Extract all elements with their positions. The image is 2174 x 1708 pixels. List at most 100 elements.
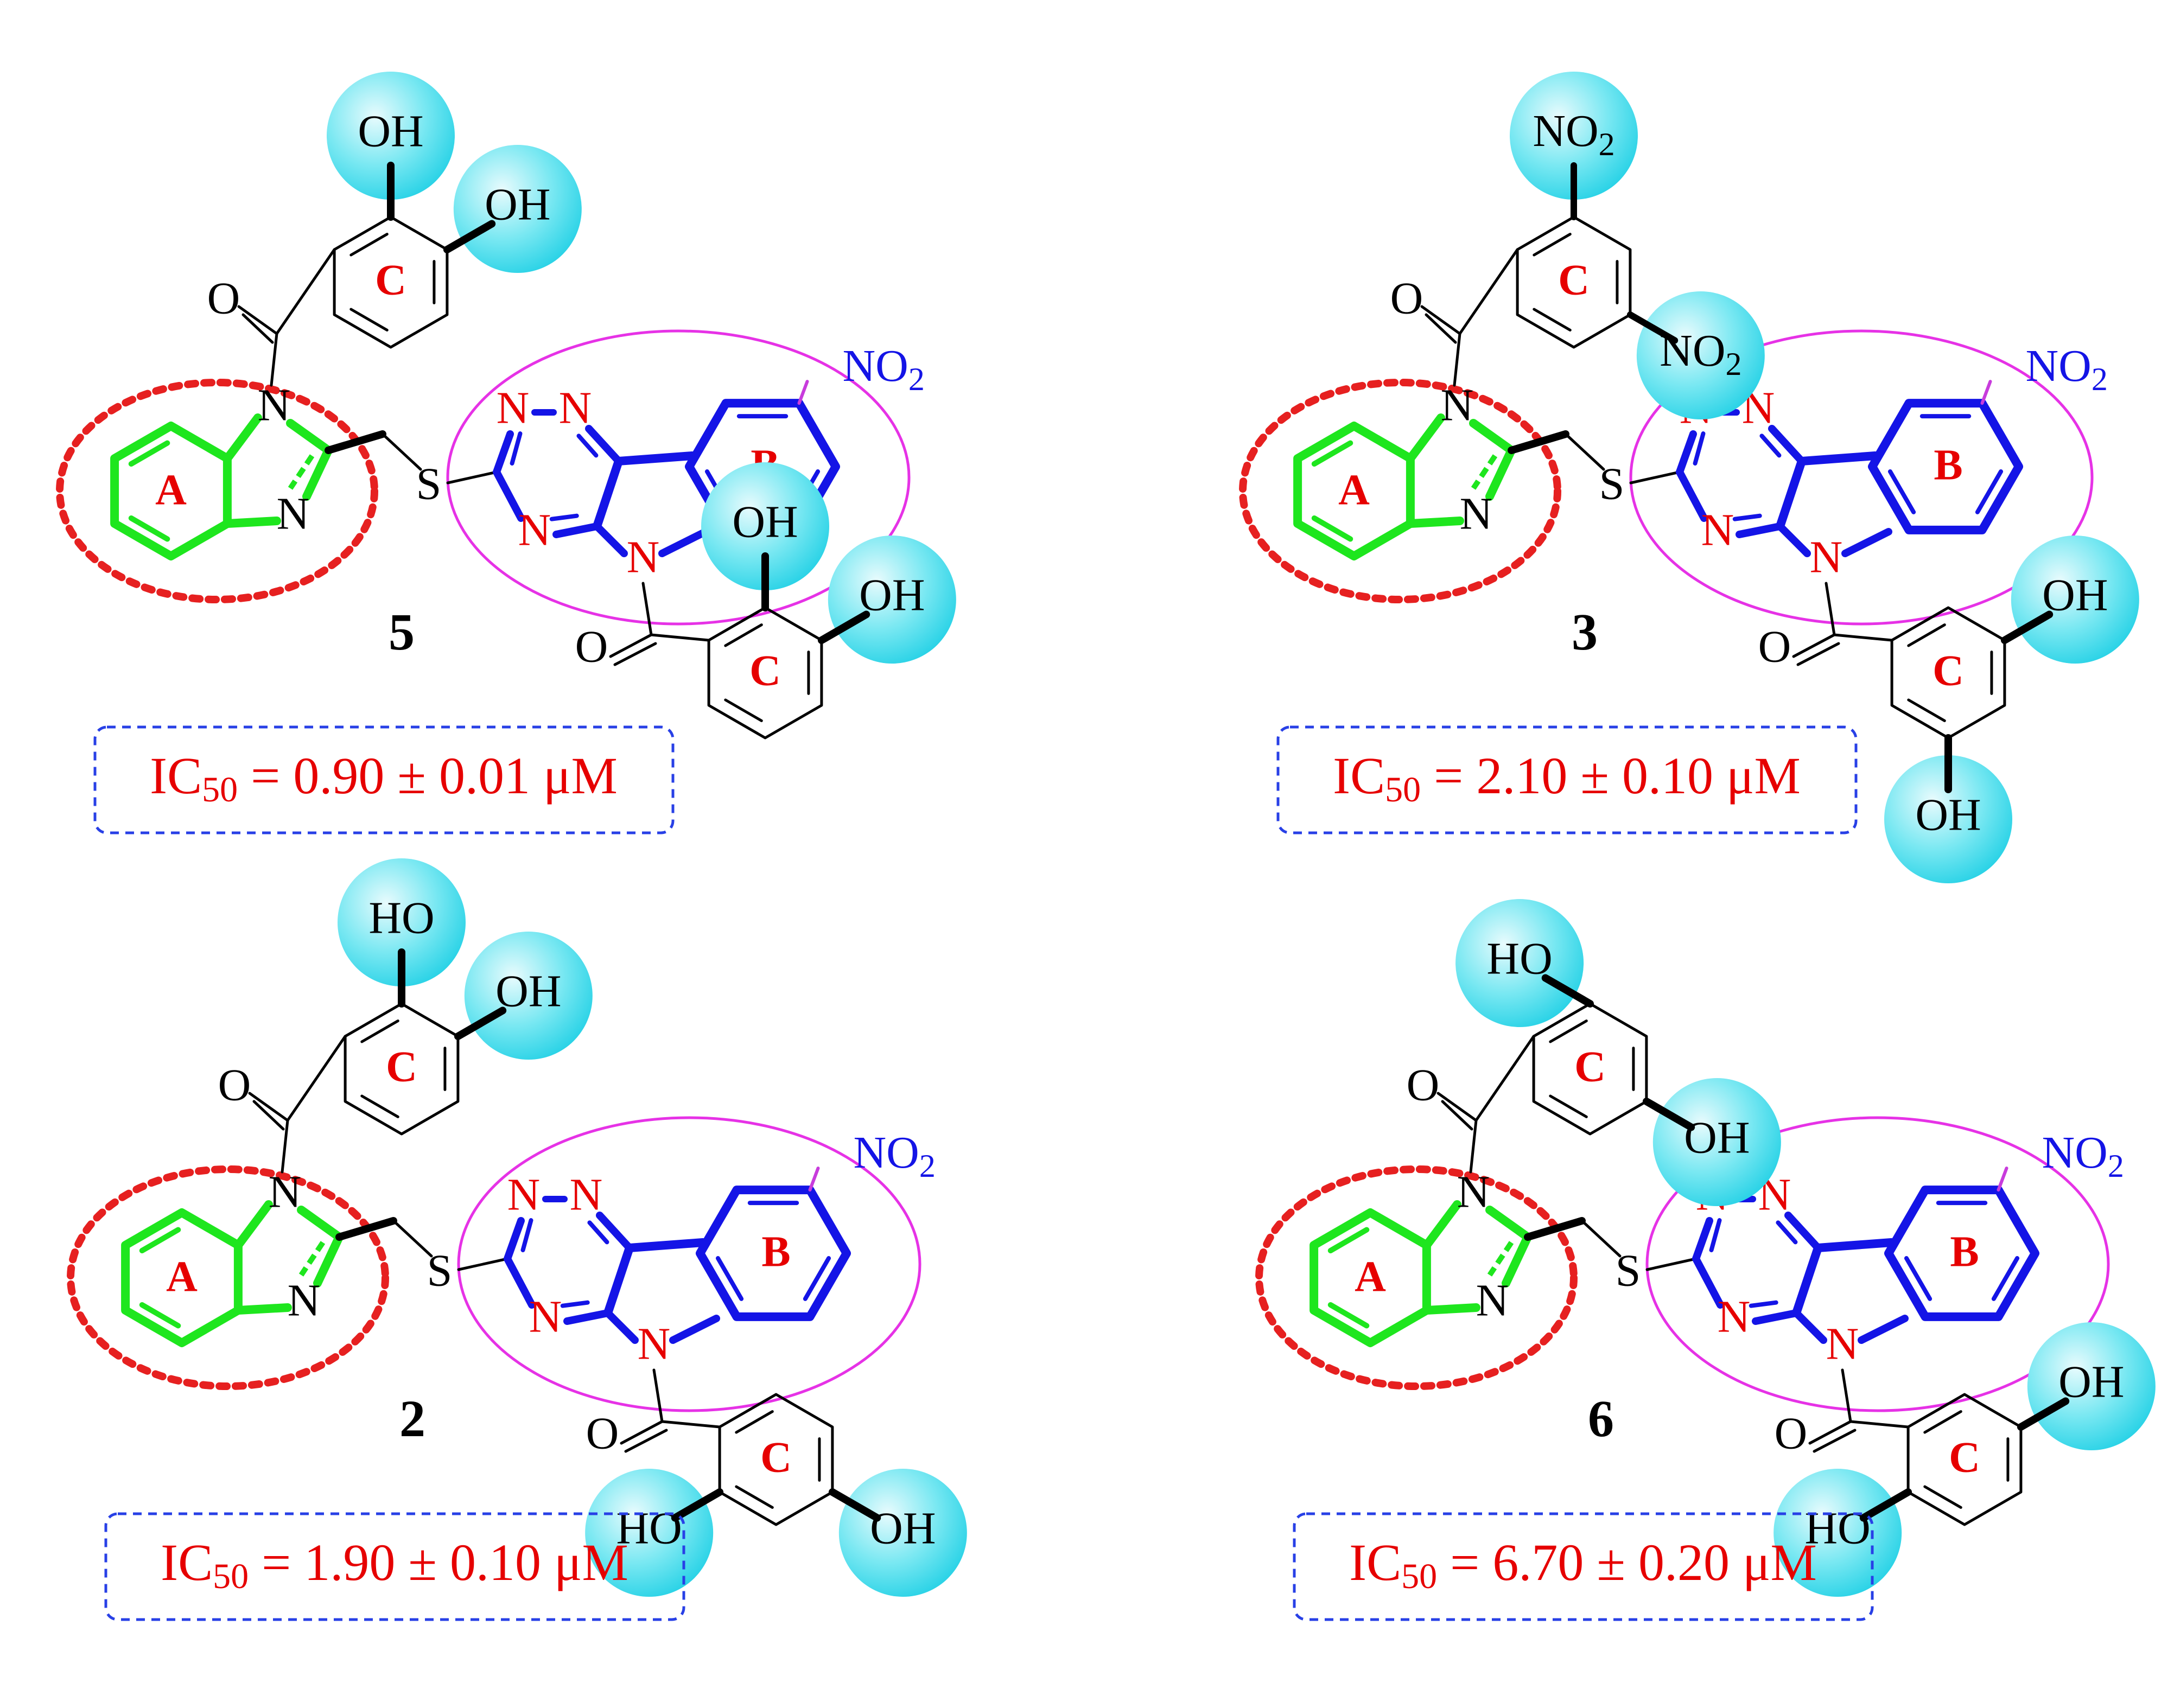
bond-c2-n3-double (288, 454, 315, 490)
ring-a-label: A (1338, 466, 1370, 514)
ring-b-nitro-label-sub: 2 (919, 1148, 936, 1184)
bond-carbonyl-o-double (241, 313, 274, 344)
bond-ring-b-nitro (808, 1167, 820, 1192)
bond-carbonyl-ring2 (1833, 633, 1893, 642)
bond-carbonyl-o-double (1441, 1100, 1473, 1131)
bond-c2-n3-double (1471, 454, 1498, 490)
triazine-n1-label: N (570, 1169, 603, 1220)
substituent-top-0-label: NO2 (1533, 106, 1614, 162)
n1-label: N (1457, 1167, 1490, 1217)
bond-carbonyl-o (1420, 305, 1461, 335)
bond-c9b-c9a (625, 1238, 707, 1252)
bond-ch2-s (381, 432, 422, 471)
ic50-rest: = 1.90 ± 0.10 μM (249, 1533, 628, 1591)
bond-c4a-n4 (1752, 1309, 1800, 1325)
n3-label: N (288, 1275, 321, 1325)
double-bond (549, 513, 579, 521)
bond-carbonyl-o2 (620, 1420, 664, 1445)
triazine-n4-label: N (1718, 1291, 1751, 1342)
substituent-top-0-label: HO (368, 893, 434, 943)
bond-substituent-bottom-0 (2000, 610, 2054, 644)
triazine-n4-label: N (529, 1291, 562, 1342)
bond-carbonyl-o-double (1425, 313, 1457, 344)
ring-b-nitro-label-main: NO (843, 341, 908, 391)
bond-ring-b-nitro (1980, 380, 1992, 405)
bond-carbonyl-o2-double (624, 1429, 668, 1453)
substituent-top-1-label: OH (485, 179, 550, 230)
double-bond (360, 1019, 399, 1043)
bond-substituent-bottom-1 (1859, 1488, 1912, 1522)
substituent-bottom-0-label: OH (2042, 570, 2108, 620)
bond-carbonyl-ring (275, 248, 336, 335)
bond-c4a-n5 (593, 522, 628, 557)
substituent-bottom-1-label: OH (870, 1503, 936, 1553)
double-bond (1709, 1218, 1722, 1253)
double-bond (724, 623, 763, 647)
bond-c3-n2 (1676, 430, 1697, 476)
s-label: S (416, 458, 442, 509)
substituent-highlight-top-0 (1455, 899, 1584, 1027)
double-bond (139, 1302, 181, 1329)
substituent-highlight-bottom-0 (2027, 1322, 2156, 1450)
bond-c4a-n4 (1736, 522, 1784, 538)
substituent-highlight-top-0 (327, 72, 455, 200)
bond-substituent-bottom-0 (671, 1488, 724, 1522)
substituent-highlight-top-0 (1510, 72, 1638, 200)
ring-c-top-label: C (386, 1043, 417, 1091)
bond-c2-n3 (313, 1233, 344, 1288)
bond-n1-c2 (1469, 419, 1516, 455)
ring-b-ellipse (446, 329, 911, 626)
bond-c9b-c9a (614, 451, 696, 466)
double-bond (1907, 623, 1946, 647)
ic50-rest: = 2.10 ± 0.10 μM (1421, 747, 1801, 805)
bond-substituent-bottom-0 (2017, 1397, 2070, 1431)
ring-c-top-label: C (375, 256, 406, 304)
bond-s-c3 (457, 1257, 509, 1271)
substituent-top-1-label: OH (1684, 1112, 1750, 1163)
bond-n1-c2 (1485, 1206, 1532, 1241)
ic50-subscript: 50 (1385, 770, 1421, 810)
ic50-prefix: IC (1349, 1533, 1401, 1591)
bond-c3-n2 (1692, 1217, 1713, 1263)
bond-n1-carbonyl (281, 1119, 289, 1174)
double-bond (1549, 1094, 1588, 1118)
ring-c-bottom-label: C (749, 647, 781, 694)
double-bond (715, 1256, 744, 1301)
bond-c2-ch2 (325, 430, 386, 454)
bond-ring-b-nitro (797, 380, 809, 405)
ring-b-ellipse (1645, 1116, 2110, 1412)
ring-b-nitro-label-sub: 2 (2092, 361, 2108, 397)
double-bond (349, 233, 389, 257)
bond-n1-c9b (1768, 425, 1806, 465)
substituent-bottom-0-label: OH (732, 496, 798, 547)
bond-substituent-top-1 (454, 1006, 507, 1040)
indole-n-label: N (638, 1318, 671, 1369)
bond-n1-c2 (297, 1206, 344, 1241)
s-label: S (1616, 1245, 1641, 1296)
bond-c4a-n5 (1776, 522, 1811, 557)
s-label: S (427, 1245, 453, 1296)
substituent-top-1-label-main: NO (1660, 326, 1725, 376)
bond-c9b-c9a (1797, 451, 1879, 466)
substituent-highlight-top-0 (338, 858, 466, 986)
bond-c9b-c4a (593, 457, 623, 531)
bond-carbonyl-ring (286, 1035, 347, 1122)
bond-c7a-n1 (233, 1200, 273, 1250)
double-bond (1732, 513, 1762, 521)
substituent-top-1-label-sub: 2 (1725, 346, 1741, 382)
ring-c-top-label: C (1574, 1043, 1606, 1091)
substituent-bottom-1-label: OH (859, 570, 925, 620)
ic50-rest: = 0.90 ± 0.01 μM (238, 747, 618, 805)
ring-b-nitro-label: NO2 (2026, 341, 2108, 397)
bond-carbonyl-o-double (252, 1100, 285, 1131)
panel-compound-3: ANNSNNNNBNO2OCNO2NO2OCOHOH3IC50 = 2.10 ±… (1239, 72, 2139, 883)
bond-c2-ch2 (1508, 430, 1569, 454)
bond-c2-n3-double (298, 1241, 326, 1277)
bond-substituent-top-1 (443, 220, 496, 253)
bond-ring-b-nitro (1997, 1167, 2008, 1192)
ring-b-nitro-label: NO2 (854, 1127, 936, 1183)
triazine-n1-label: N (559, 383, 592, 433)
bond-n4-c3 (504, 1255, 536, 1309)
ic50-value: IC50 = 6.70 ± 0.20 μM (1349, 1533, 1817, 1596)
